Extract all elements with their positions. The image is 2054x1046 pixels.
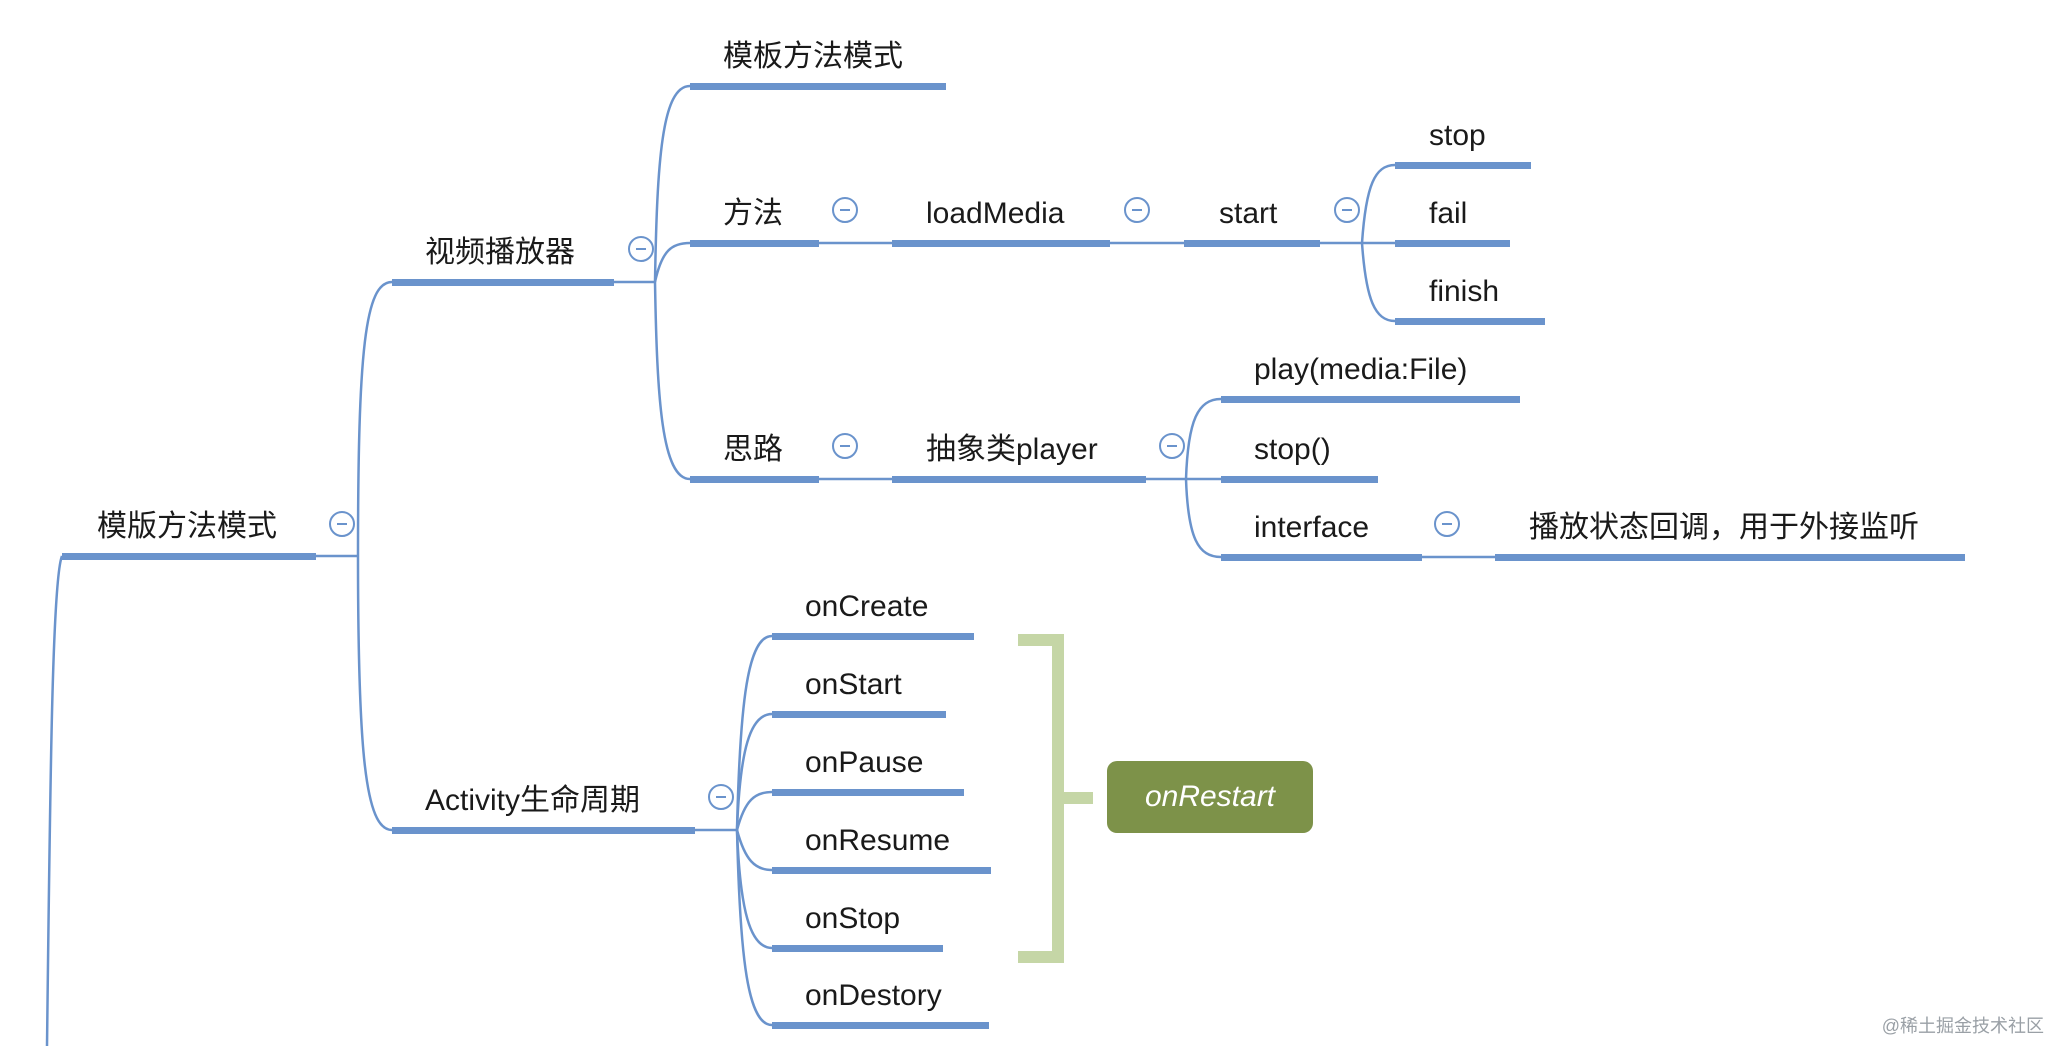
node-onpause-underline [772, 789, 964, 796]
node-onresume-underline [772, 867, 991, 874]
node-method-label[interactable]: 方法 [723, 197, 783, 230]
connector-onpause [735, 790, 773, 831]
connector-onresume [735, 829, 773, 872]
onrestart-callout[interactable]: onRestart [1107, 761, 1313, 833]
connector-oncreate [735, 634, 773, 831]
node-stop-label[interactable]: stop [1429, 119, 1486, 152]
collapse-minus-icon[interactable] [1434, 511, 1460, 537]
node-approach-underline [690, 476, 819, 483]
watermark-text: @稀土掘金技术社区 [1881, 1016, 2044, 1036]
node-start-underline [1184, 240, 1320, 247]
node-finish-label[interactable]: finish [1429, 275, 1500, 308]
node-loadmedia-label[interactable]: loadMedia [926, 197, 1065, 230]
node-onresume-label[interactable]: onResume [805, 824, 951, 857]
node-interface-label[interactable]: interface [1254, 511, 1370, 544]
node-play-underline [1221, 396, 1520, 403]
connector-approach [653, 281, 691, 481]
node-method-underline [690, 240, 819, 247]
collapse-minus-icon[interactable] [329, 511, 355, 537]
node-ondestory-label[interactable]: onDestory [805, 979, 942, 1012]
node-video-player-underline [392, 279, 614, 286]
connector-ondestory [735, 829, 773, 1027]
collapse-minus-icon[interactable] [1159, 433, 1185, 459]
node-video-player-label[interactable]: 视频播放器 [425, 236, 575, 269]
connector-interface [1184, 478, 1222, 559]
connector-method [653, 241, 691, 283]
node-root-underline [62, 553, 316, 560]
collapse-minus-icon[interactable] [1334, 197, 1360, 223]
node-loadmedia-underline [892, 240, 1110, 247]
node-stop-fn-underline [1221, 476, 1378, 483]
node-abstract-player-underline [892, 476, 1146, 483]
node-onstop-label[interactable]: onStop [805, 902, 901, 935]
node-onstart-label[interactable]: onStart [805, 668, 902, 701]
collapse-minus-icon[interactable] [708, 784, 734, 810]
connector-activity [356, 555, 393, 832]
node-ondestory-underline [772, 1022, 989, 1029]
node-callback-label[interactable]: 播放状态回调，用于外接监听 [1529, 511, 1919, 544]
collapse-minus-icon[interactable] [628, 236, 654, 262]
connector-template [653, 84, 691, 283]
node-interface-underline [1221, 554, 1422, 561]
node-oncreate-label[interactable]: onCreate [805, 590, 929, 623]
connector-stop [1360, 163, 1396, 244]
node-onpause-label[interactable]: onPause [805, 746, 924, 779]
node-activity-label[interactable]: Activity生命周期 [425, 784, 641, 817]
root-trunk-connector [45, 555, 64, 1046]
node-activity-underline [392, 827, 695, 834]
node-abstract-player-label[interactable]: 抽象类player [926, 433, 1098, 466]
collapse-minus-icon[interactable] [1124, 197, 1150, 223]
node-template-method-label[interactable]: 模板方法模式 [723, 40, 903, 73]
node-root-label[interactable]: 模版方法模式 [97, 510, 277, 543]
node-onstop-underline [772, 945, 943, 952]
node-fail-underline [1395, 240, 1510, 247]
connector-video-player [356, 280, 393, 557]
node-approach-label[interactable]: 思路 [723, 433, 783, 466]
node-start-label[interactable]: start [1219, 197, 1278, 230]
node-oncreate-underline [772, 633, 974, 640]
connector-finish [1360, 242, 1396, 323]
connector-play [1184, 397, 1222, 480]
node-stop-underline [1395, 162, 1531, 169]
node-play-label[interactable]: play(media:File) [1254, 353, 1468, 386]
connector-onstart [735, 712, 773, 831]
node-onstart-underline [772, 711, 946, 718]
node-finish-underline [1395, 318, 1545, 325]
node-template-method-underline [690, 83, 946, 90]
node-callback-underline [1495, 554, 1965, 561]
node-fail-label[interactable]: fail [1429, 197, 1468, 230]
collapse-minus-icon[interactable] [832, 433, 858, 459]
node-stop-fn-label[interactable]: stop() [1254, 433, 1331, 466]
collapse-minus-icon[interactable] [832, 197, 858, 223]
lifecycle-bracket [1018, 634, 1093, 963]
